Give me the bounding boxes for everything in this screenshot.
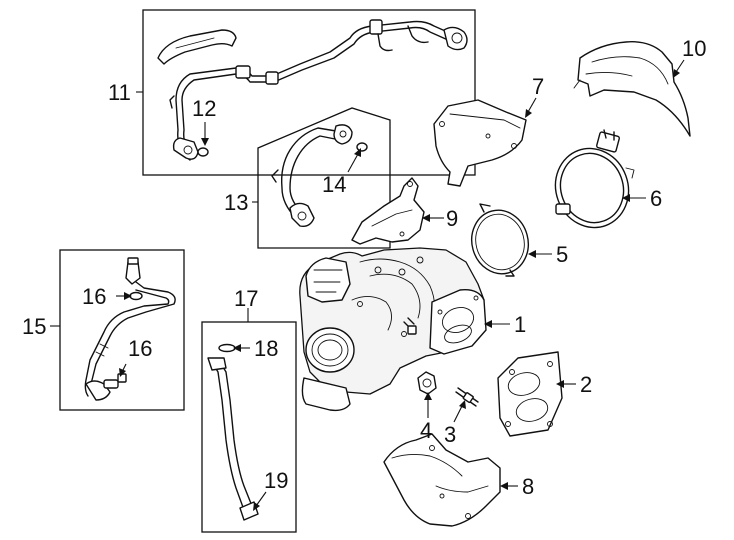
stud-3 <box>455 387 479 407</box>
fitting-16-lower <box>117 373 127 383</box>
callout-3: 3 <box>444 422 456 447</box>
callout-1: 1 <box>514 312 526 337</box>
heat-shield-10 <box>573 41 691 137</box>
turbocharger-1 <box>299 247 487 412</box>
callout-4: 4 <box>420 418 432 443</box>
nut-4 <box>417 371 437 395</box>
heat-shield-8 <box>383 433 501 527</box>
heat-shield-7 <box>433 99 527 187</box>
callout-9: 9 <box>446 206 458 231</box>
callout-13: 13 <box>224 190 248 215</box>
o-ring-18 <box>218 343 236 353</box>
oil-return-line-15 <box>84 257 176 401</box>
callout-16-lower: 16 <box>128 336 152 361</box>
o-ring-14 <box>356 142 368 152</box>
callout-10: 10 <box>682 36 706 61</box>
callout-16-upper: 16 <box>82 284 106 309</box>
callout-17: 17 <box>234 286 258 311</box>
drain-tube-17 <box>207 357 259 521</box>
v-band-clamp-6 <box>554 129 635 229</box>
heat-shield-9 <box>351 177 425 245</box>
callout-5: 5 <box>556 242 568 267</box>
callout-14: 14 <box>322 172 346 197</box>
callout-18: 18 <box>254 336 278 361</box>
o-ring-12 <box>197 147 209 157</box>
group-box-15 <box>59 249 185 411</box>
callout-8: 8 <box>522 474 534 499</box>
callout-11: 11 <box>108 80 131 105</box>
callout-2: 2 <box>580 372 592 397</box>
gasket-2 <box>497 351 563 437</box>
coolant-line-13 <box>271 124 353 228</box>
gasket-ring-5 <box>471 203 529 277</box>
callout-15: 15 <box>22 314 46 339</box>
callout-19: 19 <box>264 468 288 493</box>
group-box-13 <box>257 107 391 249</box>
callout-12: 12 <box>192 96 216 121</box>
group-box-17 <box>201 321 297 533</box>
callout-6: 6 <box>650 186 662 211</box>
callout-7: 7 <box>532 74 544 99</box>
oil-feed-line-assembly <box>157 19 468 161</box>
